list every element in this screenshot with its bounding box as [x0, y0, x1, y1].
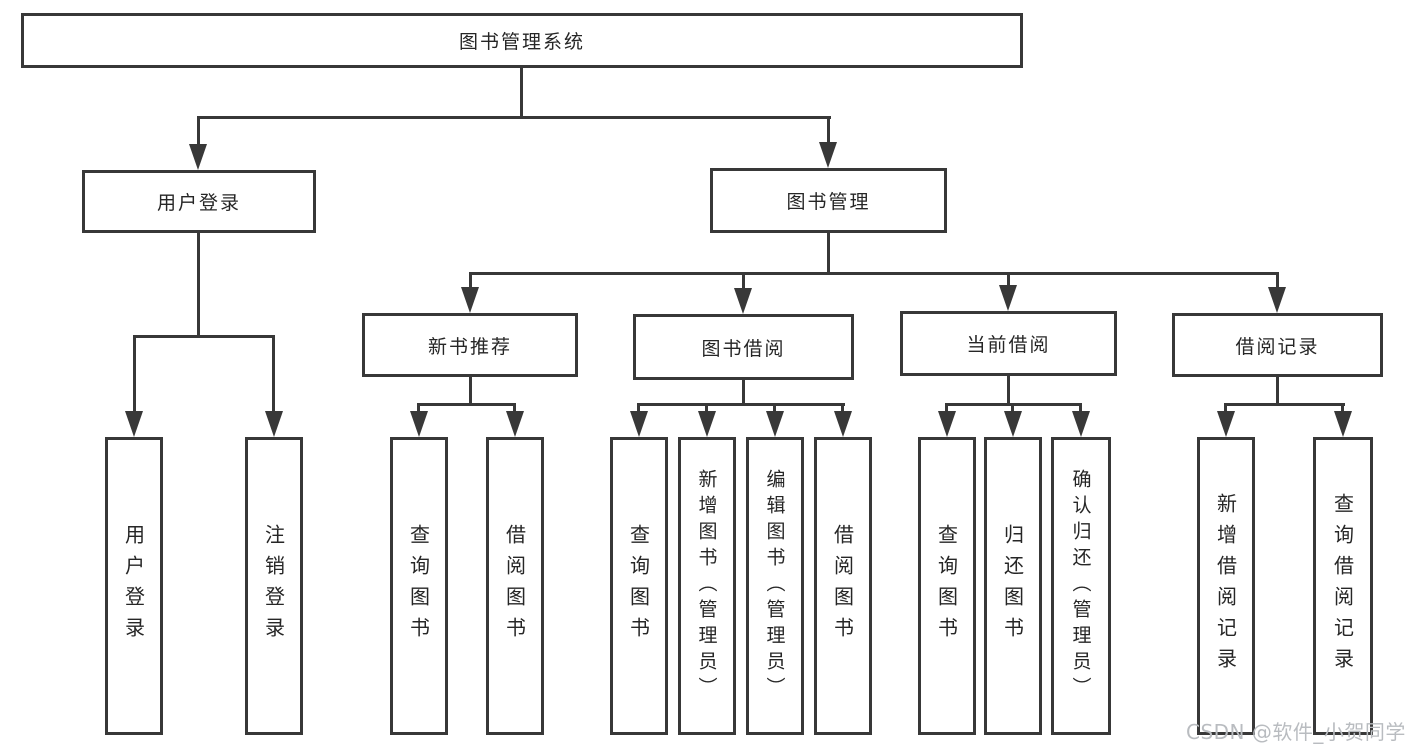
connector-line: [133, 335, 275, 338]
connector-line: [705, 403, 708, 417]
connector-line: [469, 272, 472, 290]
leaf-add-borrow-record: 新增借阅记录: [1197, 437, 1255, 735]
leaf-query-books-2: 查询图书: [610, 437, 668, 735]
connector-line: [513, 403, 516, 417]
connector-line: [841, 403, 844, 417]
connector-line: [1276, 377, 1279, 406]
connector-line: [197, 116, 200, 146]
connector-line: [417, 403, 420, 417]
leaf-confirm-return-admin: 确认归还（管理员）: [1051, 437, 1111, 735]
leaf-logout: 注销登录: [245, 437, 303, 735]
connector-line: [742, 380, 745, 406]
leaf-borrow-books-1: 借阅图书: [486, 437, 544, 735]
arrow-down-icon: [265, 411, 283, 437]
connector-line: [133, 335, 136, 415]
connector-line: [1011, 403, 1014, 417]
node-user-login: 用户登录: [82, 170, 316, 233]
connector-line: [1341, 403, 1344, 417]
arrow-down-icon: [819, 142, 837, 168]
node-borrow-records: 借阅记录: [1172, 313, 1383, 377]
connector-line: [773, 403, 776, 417]
arrow-down-icon: [1334, 411, 1352, 437]
connector-line: [197, 233, 200, 337]
arrow-down-icon: [189, 144, 207, 170]
connector-line: [469, 272, 1279, 275]
connector-line: [827, 233, 830, 274]
connector-line: [827, 116, 830, 144]
arrow-down-icon: [698, 411, 716, 437]
arrow-down-icon: [1217, 411, 1235, 437]
connector-line: [197, 116, 831, 119]
connector-line: [520, 68, 523, 117]
arrow-down-icon: [1268, 287, 1286, 313]
node-root: 图书管理系统: [21, 13, 1023, 68]
connector-line: [469, 377, 472, 406]
leaf-edit-book-admin: 编辑图书（管理员）: [746, 437, 804, 735]
connector-line: [945, 403, 948, 417]
connector-line: [742, 272, 745, 290]
connector-line: [272, 335, 275, 415]
leaf-query-borrow-record: 查询借阅记录: [1313, 437, 1373, 735]
connector-line: [1224, 403, 1227, 417]
arrow-down-icon: [461, 287, 479, 313]
arrow-down-icon: [999, 285, 1017, 311]
arrow-down-icon: [506, 411, 524, 437]
leaf-borrow-books-2: 借阅图书: [814, 437, 872, 735]
connector-line: [637, 403, 640, 417]
connector-line: [1276, 272, 1279, 290]
leaf-user-login: 用户登录: [105, 437, 163, 735]
arrow-down-icon: [766, 411, 784, 437]
connector-line: [637, 403, 845, 406]
leaf-return-books: 归还图书: [984, 437, 1042, 735]
arrow-down-icon: [734, 288, 752, 314]
leaf-query-books-3: 查询图书: [918, 437, 976, 735]
arrow-down-icon: [938, 411, 956, 437]
connector-line: [1079, 403, 1082, 417]
node-current-borrow: 当前借阅: [900, 311, 1117, 376]
arrow-down-icon: [834, 411, 852, 437]
arrow-down-icon: [1072, 411, 1090, 437]
connector-line: [1224, 403, 1345, 406]
node-book-borrow: 图书借阅: [633, 314, 854, 380]
connector-line: [1007, 376, 1010, 406]
node-book-management: 图书管理: [710, 168, 947, 233]
connector-line: [417, 403, 516, 406]
leaf-query-books-1: 查询图书: [390, 437, 448, 735]
connector-line: [1007, 272, 1010, 288]
arrow-down-icon: [125, 411, 143, 437]
csdn-watermark: CSDN @软件_小贺同学: [1186, 720, 1405, 744]
arrow-down-icon: [1004, 411, 1022, 437]
leaf-add-book-admin: 新增图书（管理员）: [678, 437, 736, 735]
arrow-down-icon: [410, 411, 428, 437]
arrow-down-icon: [630, 411, 648, 437]
node-new-book-recommend: 新书推荐: [362, 313, 578, 377]
